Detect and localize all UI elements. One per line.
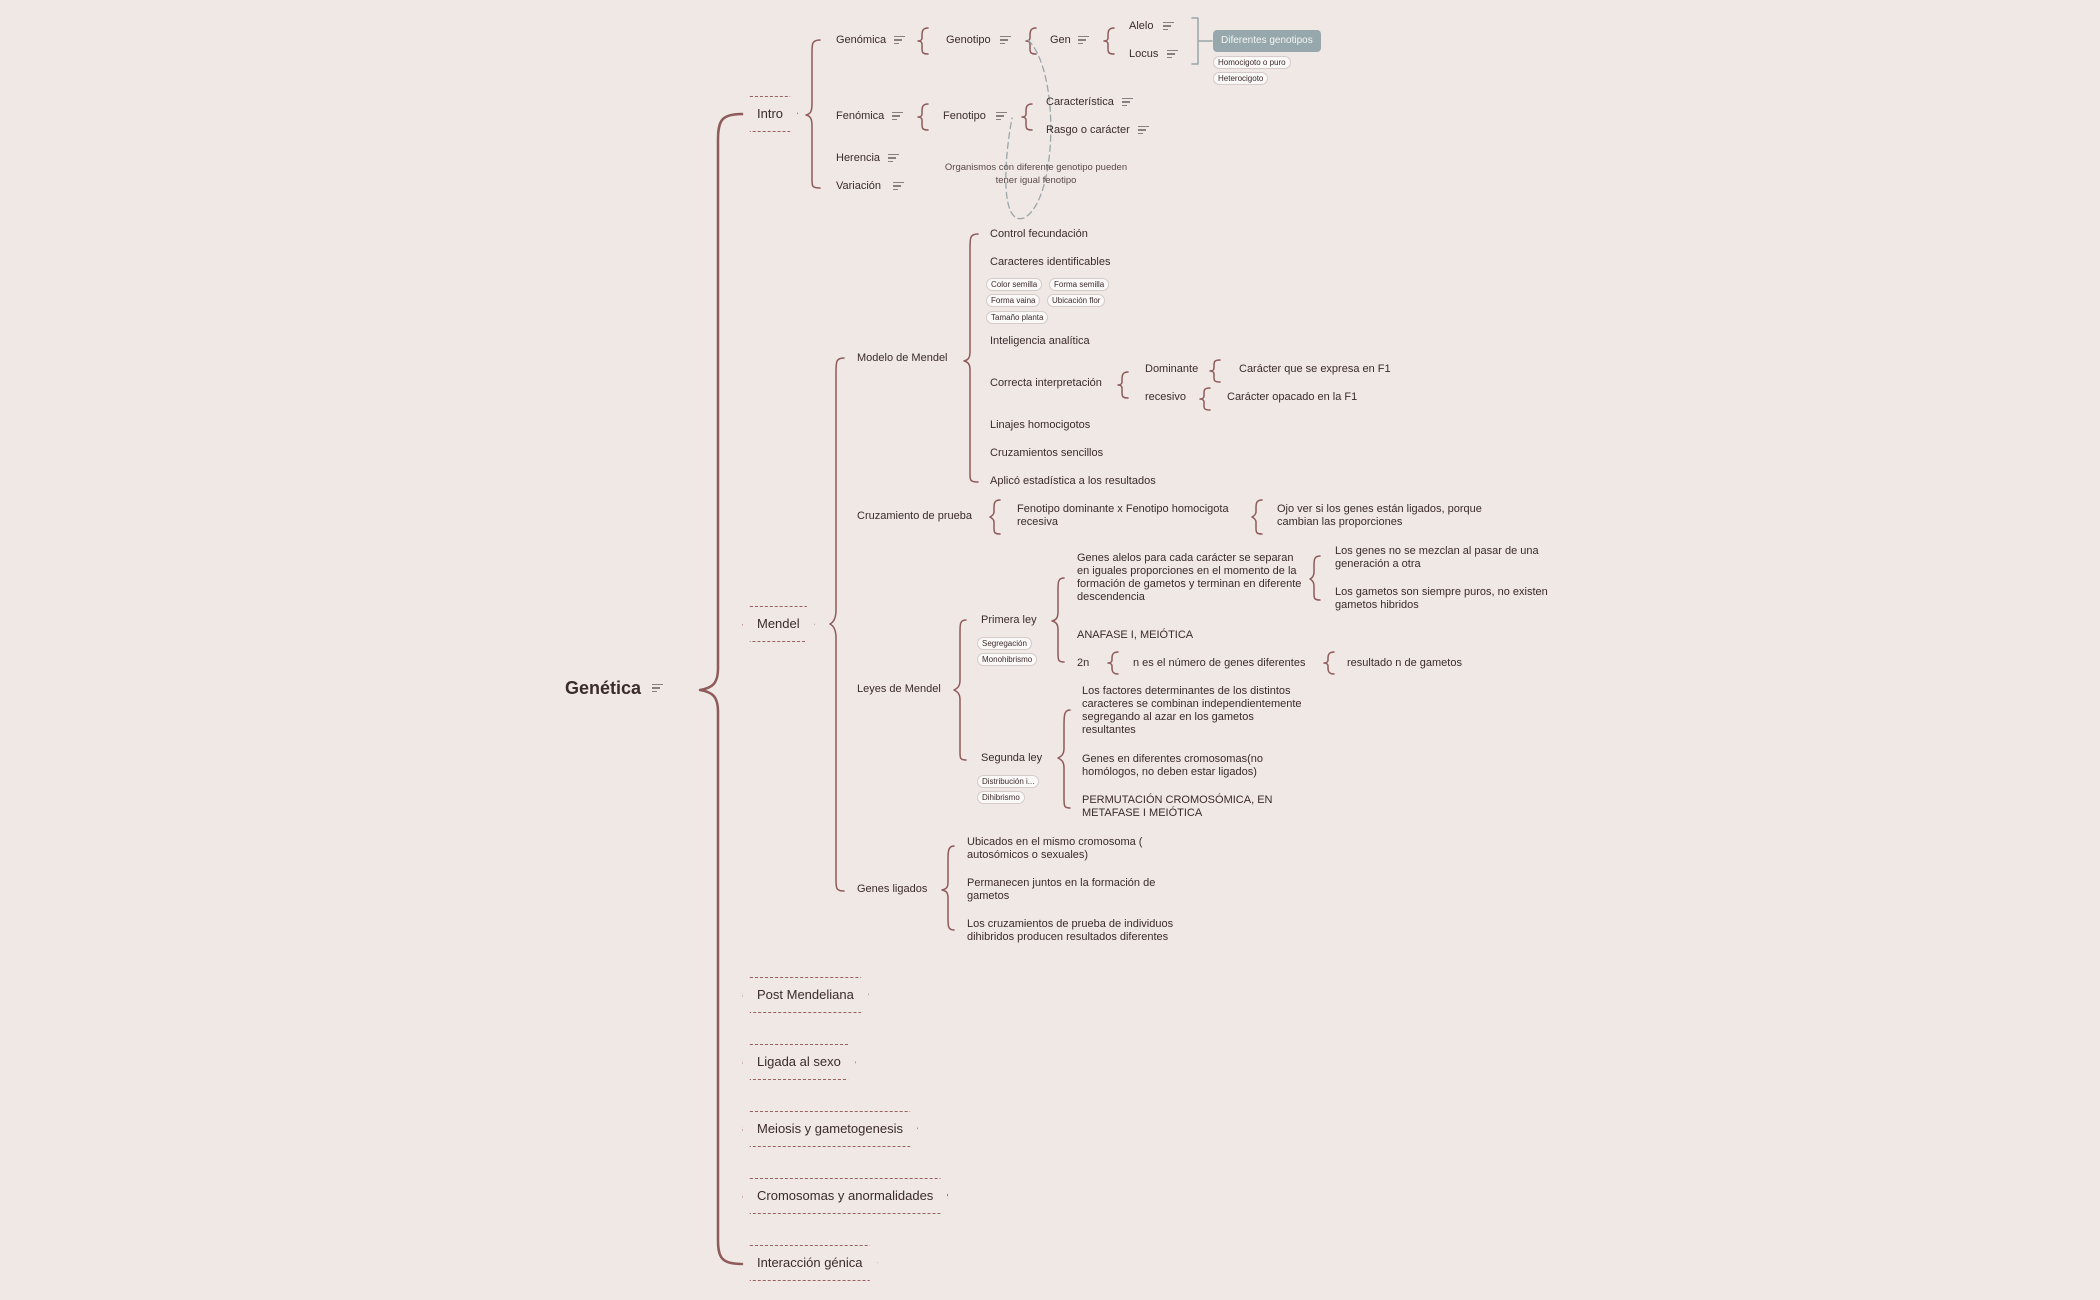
- node-modelo-mendel[interactable]: Modelo de Mendel: [857, 352, 948, 364]
- topic-cromosomas-label: Cromosomas y anormalidades: [757, 1188, 934, 1203]
- node-fenotipo-x[interactable]: Fenotipo dominante x Fenotipo homocigota…: [1017, 503, 1229, 528]
- node-ubicados[interactable]: Ubicados en el mismo cromosoma ( autosóm…: [967, 836, 1143, 861]
- node-rasgo[interactable]: Rasgo o carácter: [1046, 124, 1130, 136]
- notes-icon[interactable]: [1078, 36, 1092, 46]
- label-forma-semilla: Forma semilla: [1049, 278, 1110, 291]
- node-genes-ligados[interactable]: Genes ligados: [857, 883, 928, 895]
- node-genes-alelos[interactable]: Genes alelos para cada carácter se separ…: [1077, 552, 1302, 603]
- topic-interaccion[interactable]: Interacción génica: [742, 1245, 878, 1281]
- topic-interaccion-label: Interacción génica: [757, 1255, 863, 1270]
- node-permutacion[interactable]: PERMUTACIÓN CROMOSÓMICA, EN METAFASE I M…: [1082, 794, 1273, 819]
- node-cruzamiento-prueba[interactable]: Cruzamiento de prueba: [857, 510, 972, 522]
- node-dominante[interactable]: Dominante: [1145, 363, 1199, 375]
- node-gametos-puros[interactable]: Los gametos son siempre puros, no existe…: [1335, 586, 1548, 611]
- relationship-label[interactable]: Organismos con diferente genotipo pueden…: [944, 162, 1128, 186]
- label-tamano-planta: Tamaño planta: [986, 311, 1049, 324]
- topic-ligada-sexo[interactable]: Ligada al sexo: [742, 1044, 856, 1080]
- topic-meiosis-label: Meiosis y gametogenesis: [757, 1121, 903, 1136]
- notes-icon[interactable]: [1163, 22, 1177, 32]
- node-caracteristica[interactable]: Característica: [1046, 96, 1114, 108]
- topic-intro-label: Intro: [757, 106, 784, 121]
- notes-icon[interactable]: [892, 112, 906, 122]
- node-fenomica[interactable]: Fenómica: [836, 110, 885, 122]
- label-dihibrismo: Dihibrismo: [977, 791, 1025, 804]
- node-genes-diferentes[interactable]: Genes en diferentes cromosomas(no homólo…: [1082, 753, 1263, 778]
- node-diferentes-genotipos[interactable]: Diferentes genotipos: [1213, 30, 1321, 52]
- node-variacion[interactable]: Variación: [836, 180, 882, 192]
- node-leyes-mendel[interactable]: Leyes de Mendel: [857, 683, 941, 695]
- notes-icon[interactable]: [1138, 126, 1152, 136]
- topic-mendel[interactable]: Mendel: [742, 606, 815, 642]
- node-ojo-ligados[interactable]: Ojo ver si los genes están ligados, porq…: [1277, 503, 1482, 528]
- topic-post-mendeliana[interactable]: Post Mendeliana: [742, 977, 869, 1013]
- topic-meiosis[interactable]: Meiosis y gametogenesis: [742, 1111, 918, 1147]
- node-segunda-ley[interactable]: Segunda ley: [981, 752, 1043, 764]
- node-genotipo[interactable]: Genotipo: [946, 34, 991, 46]
- label-distribucion: Distribución i...: [977, 775, 1040, 788]
- node-2n[interactable]: 2n: [1077, 657, 1090, 669]
- notes-icon[interactable]: [894, 36, 908, 46]
- topic-sexo-label: Ligada al sexo: [757, 1054, 841, 1069]
- node-no-mezclan[interactable]: Los genes no se mezclan al pasar de una …: [1335, 545, 1539, 570]
- node-linajes[interactable]: Linajes homocigotos: [990, 419, 1091, 431]
- node-gen[interactable]: Gen: [1050, 34, 1071, 46]
- node-fenotipo[interactable]: Fenotipo: [943, 110, 986, 122]
- topic-cromosomas[interactable]: Cromosomas y anormalidades: [742, 1178, 948, 1214]
- node-recesivo-desc[interactable]: Carácter opacado en la F1: [1227, 391, 1358, 403]
- label-ubicacion-flor: Ubicación flor: [1047, 294, 1106, 307]
- notes-icon[interactable]: [888, 154, 902, 164]
- node-aplico-estadistica[interactable]: Aplicó estadística a los resultados: [990, 475, 1156, 487]
- node-permanecen[interactable]: Permanecen juntos en la formación de gam…: [967, 877, 1156, 902]
- label-homocigoto: Homocigoto o puro: [1213, 56, 1291, 69]
- node-anafase[interactable]: ANAFASE I, MEIÓTICA: [1077, 629, 1194, 641]
- node-alelo[interactable]: Alelo: [1129, 20, 1154, 32]
- label-heterocigoto: Heterocigoto: [1213, 72, 1269, 85]
- node-cruzamientos-prueba[interactable]: Los cruzamientos de prueba de individuos…: [967, 918, 1174, 943]
- topic-post-label: Post Mendeliana: [757, 987, 854, 1002]
- node-herencia[interactable]: Herencia: [836, 152, 881, 164]
- notes-icon[interactable]: [1122, 98, 1136, 108]
- notes-icon[interactable]: [652, 684, 666, 694]
- root-topic[interactable]: Genética: [565, 678, 664, 699]
- node-factores[interactable]: Los factores determinantes de los distin…: [1082, 685, 1302, 736]
- node-n-es[interactable]: n es el número de genes diferentes: [1133, 657, 1306, 669]
- node-correcta-interpretacion[interactable]: Correcta interpretación: [990, 377, 1102, 389]
- node-recesivo[interactable]: recesivo: [1145, 391, 1186, 403]
- node-caracteres-identificables[interactable]: Caracteres identificables: [990, 256, 1111, 268]
- node-inteligencia[interactable]: Inteligencia analítica: [990, 335, 1090, 347]
- label-forma-vaina: Forma vaina: [986, 294, 1041, 307]
- notes-icon[interactable]: [996, 112, 1010, 122]
- node-primera-ley[interactable]: Primera ley: [981, 614, 1037, 626]
- notes-icon[interactable]: [1167, 50, 1181, 60]
- node-dominante-desc[interactable]: Carácter que se expresa en F1: [1239, 363, 1391, 375]
- node-control-fecundacion[interactable]: Control fecundación: [990, 228, 1088, 240]
- notes-icon[interactable]: [893, 182, 907, 192]
- topic-intro[interactable]: Intro: [742, 96, 798, 132]
- notes-icon[interactable]: [1000, 36, 1014, 46]
- label-monohibrismo: Monohibrismo: [977, 653, 1038, 666]
- label-segregacion: Segregación: [977, 637, 1032, 650]
- topic-mendel-label: Mendel: [757, 616, 800, 631]
- node-locus[interactable]: Locus: [1129, 48, 1159, 60]
- label-color-semilla: Color semilla: [986, 278, 1043, 291]
- node-genomica[interactable]: Genómica: [836, 34, 887, 46]
- node-cruzamientos-sencillos[interactable]: Cruzamientos sencillos: [990, 447, 1104, 459]
- node-resultado[interactable]: resultado n de gametos: [1347, 657, 1462, 669]
- root-label: Genética: [565, 678, 642, 698]
